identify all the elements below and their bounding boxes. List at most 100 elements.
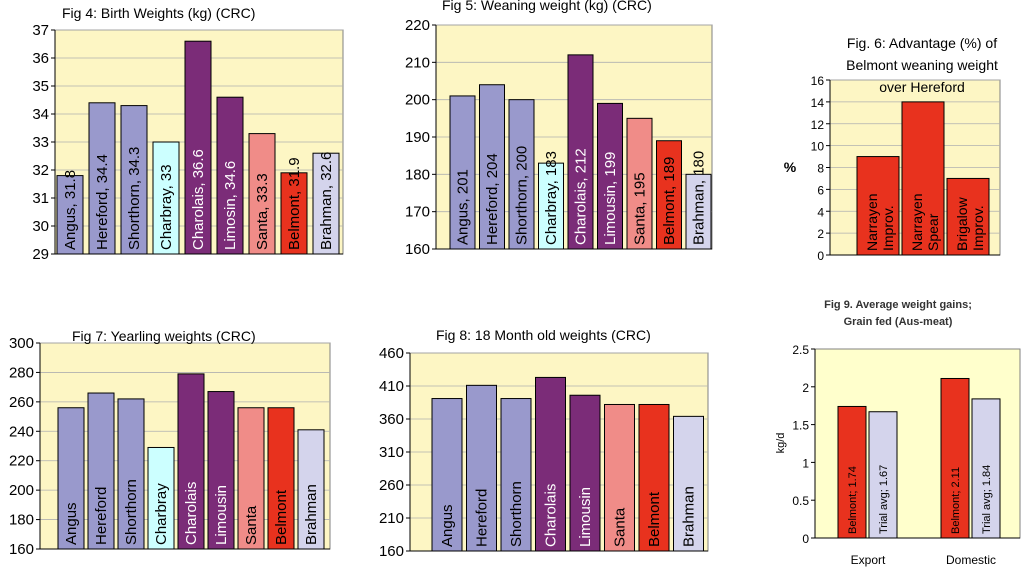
y-tick-label: 170: [405, 204, 430, 221]
bar: [449, 95, 476, 250]
bar-label-line: Brigalow: [954, 196, 970, 251]
bar: [184, 40, 212, 255]
bar: [971, 398, 1001, 539]
chart-title: Fig 5: Weaning weight (kg) (CRC): [442, 0, 652, 13]
chart-title: Belmont weaning weight: [846, 57, 998, 73]
bar: [479, 84, 505, 250]
bar: [946, 177, 990, 256]
y-tick-label: 4: [817, 205, 824, 219]
y-tick-label: 2: [817, 227, 824, 241]
y-tick-label: 160: [379, 543, 404, 560]
bar-label: Limousin, 199: [602, 152, 619, 245]
bar-label: Hereford, 204: [484, 153, 501, 245]
y-tick-label: 210: [405, 54, 430, 71]
bar-label: Santa: [243, 505, 260, 545]
y-tick-label: 0.5: [792, 494, 809, 508]
y-tick-label: 8: [817, 162, 824, 176]
bar-label: Belmont; 1.74: [847, 466, 859, 534]
bar-label: Hereford, 34.4: [94, 154, 111, 250]
y-tick-label: 34: [32, 106, 49, 123]
y-tick-label: 310: [379, 444, 404, 461]
bar-label: Charolais, 212: [573, 148, 590, 245]
bar-label: Charbray: [153, 483, 170, 545]
bar-label: Shorthorn, 34.3: [126, 147, 143, 250]
y-tick-label: 35: [32, 78, 49, 95]
bar: [901, 101, 945, 256]
chart-title: Fig 8: 18 Month old weights (CRC): [436, 327, 651, 343]
bar: [117, 398, 145, 550]
bar-label: Trial avg; 1.84: [981, 465, 993, 534]
y-tick-label: 210: [379, 510, 404, 527]
bar-label: Charbray, 33: [158, 164, 175, 250]
bar-label: Hereford: [474, 489, 491, 547]
y-tick-label: 160: [9, 541, 34, 558]
bar-label: Hereford: [93, 487, 110, 545]
bar-label: Santa, 195: [632, 172, 649, 245]
y-tick-label: 220: [405, 17, 430, 34]
bar-label-line: Narrayen: [864, 193, 880, 251]
bar: [856, 156, 900, 256]
y-tick-label: 37: [32, 22, 49, 39]
bar-label: Trial avg; 1.67: [878, 465, 890, 534]
bar: [216, 96, 244, 255]
bar: [837, 405, 867, 539]
bar-label: Belmont, 31.9: [286, 157, 303, 250]
bar-label: Brahman: [303, 484, 320, 545]
y-tick-label: 260: [9, 394, 34, 411]
bar: [177, 373, 205, 550]
y-axis-label: %: [784, 159, 797, 175]
bar: [312, 152, 340, 255]
bar-label: Charolais, 36.6: [190, 149, 207, 250]
y-tick-label: 200: [9, 482, 34, 499]
bar: [120, 105, 148, 255]
y-tick-label: 14: [811, 96, 825, 110]
bar-label: Shorthorn: [123, 479, 140, 545]
bar-label-line: Improv.: [970, 205, 986, 251]
bar-label: Angus, 31.8: [62, 170, 79, 250]
bar: [597, 102, 623, 250]
chart-subtitle: Grain fed (Aus-meat): [844, 316, 953, 328]
y-tick-label: 36: [32, 50, 49, 67]
bar: [297, 429, 325, 550]
bar: [152, 141, 180, 255]
bar-label: NarrayenSpear: [909, 193, 941, 251]
y-tick-label: 6: [817, 183, 824, 197]
y-tick-label: 1.5: [792, 419, 809, 433]
bar: [626, 117, 653, 250]
bar-label: Angus, 201: [455, 169, 472, 245]
y-tick-label: 180: [405, 166, 430, 183]
bar: [267, 407, 295, 550]
bar-label: Belmont, 189: [661, 157, 678, 245]
y-tick-label: 160: [405, 241, 430, 258]
y-tick-label: 300: [9, 335, 34, 352]
bar: [656, 140, 682, 250]
y-tick-label: 2: [802, 381, 809, 395]
chart-title: Fig. 6: Advantage (%) of: [847, 35, 997, 51]
y-axis-label: kg/d: [775, 433, 787, 454]
bar-label: Charbray, 183: [543, 151, 560, 245]
bar-label: BrigalowImprov.: [954, 196, 986, 251]
bar-label: Shorthorn: [508, 481, 525, 547]
y-tick-label: 190: [405, 129, 430, 146]
y-tick-label: 410: [379, 378, 404, 395]
y-tick-label: 32: [32, 162, 49, 179]
chart-title: Fig 9. Average weight gains;: [824, 299, 972, 311]
chart-title: Fig 4: Birth Weights (kg) (CRC): [62, 5, 255, 21]
bar-label: Angus: [439, 504, 456, 547]
y-tick-label: 33: [32, 134, 49, 151]
bar-label-line: Spear: [925, 213, 941, 251]
bar: [535, 376, 566, 552]
y-tick-label: 360: [379, 411, 404, 428]
bar-label: Belmont: [273, 489, 290, 545]
bar: [248, 133, 276, 255]
bar-label-line: Improv.: [880, 205, 896, 251]
y-tick-label: 2.5: [792, 343, 809, 357]
bar: [940, 377, 970, 539]
y-tick-label: 12: [811, 118, 825, 132]
bar: [508, 99, 535, 250]
y-tick-label: 0: [817, 249, 824, 263]
bar-label-line: Narrayen: [909, 193, 925, 251]
bar-label: NarrayenImprov.: [864, 193, 896, 251]
